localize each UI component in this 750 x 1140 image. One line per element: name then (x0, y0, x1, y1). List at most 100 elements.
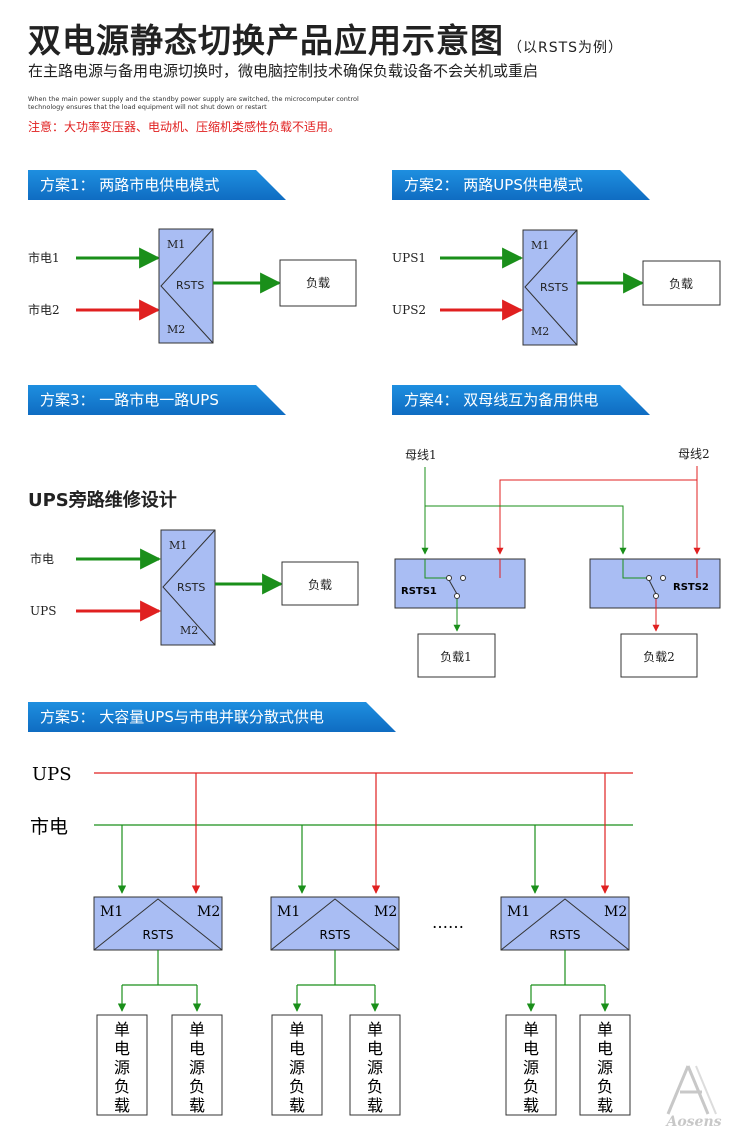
scheme1-m2: M2 (167, 323, 185, 336)
scheme5-unit1-load-a-char: 负 (114, 1077, 130, 1096)
scheme3-load-box (281, 561, 359, 606)
scheme2-load-label: 负载 (669, 277, 693, 291)
scheme1-rsts: RSTS (176, 279, 204, 292)
scheme4-rsts2-label: RSTS2 (673, 582, 709, 593)
scheme5-unit3-load-a-char: 负 (523, 1077, 539, 1096)
scheme4-rsts1-contact-b (460, 575, 466, 581)
scheme5-unit1-load-b-char: 源 (189, 1058, 205, 1077)
scheme3-rsts-box: M1 RSTS M2 (160, 529, 216, 646)
scheme5-ups-label: UPS (32, 764, 72, 785)
scheme5-ellipsis: …… (432, 913, 464, 932)
scheme3-input2-label: UPS (30, 604, 56, 618)
scheme4-load1-box (417, 633, 496, 678)
scheme4-bus2-label: 母线2 (678, 447, 710, 461)
scheme3-load-label: 负载 (308, 578, 332, 592)
scheme5-unit3-load-a-char: 单 (523, 1020, 539, 1039)
brand-logo-mark: Aosens (664, 1065, 722, 1130)
scheme5-unit1-rsts-divider (93, 898, 223, 951)
scheme4-bus2-to-rsts1 (496, 466, 698, 555)
warning-note: 注意：大功率变压器、电动机、压缩机类感性负载不适用。 (28, 120, 341, 134)
scheme5-unit3-load-a-char: 载 (523, 1096, 539, 1115)
scheme5-unit3-load-b-char: 源 (597, 1058, 613, 1077)
scheme2-m2: M2 (531, 325, 549, 338)
scheme5-unit2-rsts-box (270, 896, 400, 951)
scheme3-heading: UPS旁路维修设计 (28, 490, 177, 511)
scheme3-m2: M2 (180, 624, 198, 637)
scheme3-rsts: RSTS (177, 581, 205, 594)
scheme4-load2-label: 负载2 (643, 650, 675, 664)
title-text: 双电源静态切换产品应用示意图 (28, 21, 504, 60)
scheme5-unit2-load-b-char: 载 (367, 1096, 383, 1115)
scheme5-unit3-load-b-char: 负 (597, 1077, 613, 1096)
scheme5-unit1-load-a-char: 源 (114, 1058, 130, 1077)
scheme5-unit1-rsts-label: RSTS (143, 928, 174, 942)
scheme1-banner: 方案1： 两路市电供电模式 (28, 170, 286, 200)
scheme5-unit1-load-a-char: 电 (114, 1039, 130, 1058)
scheme5-mains-label: 市电 (30, 816, 68, 838)
scheme5-unit3-rsts-label: RSTS (550, 928, 581, 942)
scheme5-unit2-rsts-label: RSTS (320, 928, 351, 942)
scheme5-unit2-load-a-char: 载 (289, 1096, 305, 1115)
scheme2-m1: M1 (531, 239, 549, 252)
scheme3-banner: 方案3： 一路市电一路UPS (28, 385, 286, 415)
brand-logo: Aosens (658, 1062, 730, 1132)
scheme5-unit2-load-a-char: 电 (289, 1039, 305, 1058)
scheme2-load-box (642, 260, 721, 306)
scheme4-rsts2-contact-a (646, 575, 652, 581)
scheme4-rsts2-contact-b (660, 575, 666, 581)
scheme2-input1-label: UPS1 (392, 251, 426, 265)
scheme5-unit3-load-b-char: 单 (597, 1020, 613, 1039)
scheme1-load-label: 负载 (306, 276, 330, 290)
scheme4-rsts2-switch-blade (648, 579, 657, 595)
scheme5-unit2-load-a-char: 单 (289, 1020, 305, 1039)
scheme5-unit2-rsts-divider (270, 898, 400, 951)
scheme1-diagram: 市电1 市电2 M1 RSTS M2 负载 (28, 228, 357, 344)
title-note: （以RSTS为例） (508, 40, 624, 56)
scheme4-rsts2-box (589, 558, 721, 609)
scheme5-unit3-load-b-box (579, 1014, 631, 1116)
scheme2-rsts: RSTS (540, 281, 568, 294)
scheme1-load-box (279, 259, 357, 307)
scheme5-unit1-load-b-char: 电 (189, 1039, 205, 1058)
scheme4-rsts1-box (394, 558, 526, 609)
scheme5-unit1-load-a-char: 单 (114, 1020, 130, 1039)
scheme5-unit2-load-b-char: 负 (367, 1077, 383, 1096)
page-title: 双电源静态切换产品应用示意图（以RSTS为例） (28, 14, 623, 62)
scheme2-rsts-box: M1 RSTS M2 (522, 229, 578, 346)
scheme4-load2-box (620, 633, 698, 678)
scheme1-input2-label: 市电2 (28, 302, 60, 317)
brand-logo-text: Aosens (664, 1114, 721, 1128)
scheme5-unit2-load-b-char: 电 (367, 1039, 383, 1058)
scheme5-unit1-load-a-box (96, 1014, 148, 1116)
scheme5-unit3-load-b-char: 载 (597, 1096, 613, 1115)
scheme5-unit2-load-b-char: 单 (367, 1020, 383, 1039)
scheme5-unit1-load-b-char: 单 (189, 1020, 205, 1039)
scheme4-bus1-to-rsts2 (425, 505, 627, 555)
scheme5-unit1-load-b-char: 载 (189, 1096, 205, 1115)
scheme4-bus1-label: 母线1 (405, 448, 437, 462)
scheme4-rsts2-in-green (622, 559, 649, 579)
scheme5-unit1-load-a-char: 载 (114, 1096, 130, 1115)
scheme5-unit3-load-a-box (505, 1014, 557, 1116)
scheme1-m1: M1 (167, 238, 185, 251)
scheme3-diagram: 市电 UPS M1 RSTS M2 负载 (30, 529, 359, 646)
scheme3-m1: M1 (169, 539, 187, 552)
english-note: When the main power supply and the stand… (28, 95, 359, 111)
scheme4-rsts1-contact-c (454, 593, 460, 599)
scheme5-unit1-rsts-box (93, 896, 223, 951)
scheme5-unit2-m2: M2 (374, 904, 397, 920)
scheme5-unit3-m2: M2 (604, 904, 627, 920)
scheme4-load1-label: 负载1 (440, 650, 472, 664)
scheme5-unit2-load-a-char: 源 (289, 1058, 305, 1077)
scheme5-unit2-load-a-box (271, 1014, 323, 1116)
scheme5-unit2-m1: M1 (277, 904, 300, 920)
scheme5-unit3-rsts-box (500, 896, 630, 951)
scheme5-unit1-m1: M1 (100, 904, 123, 920)
scheme5-unit2-load-a-char: 负 (289, 1077, 305, 1096)
scheme2-input2-label: UPS2 (392, 303, 426, 317)
scheme5-unit3-load-a-char: 源 (523, 1058, 539, 1077)
scheme5-unit3-load-a-char: 电 (523, 1039, 539, 1058)
